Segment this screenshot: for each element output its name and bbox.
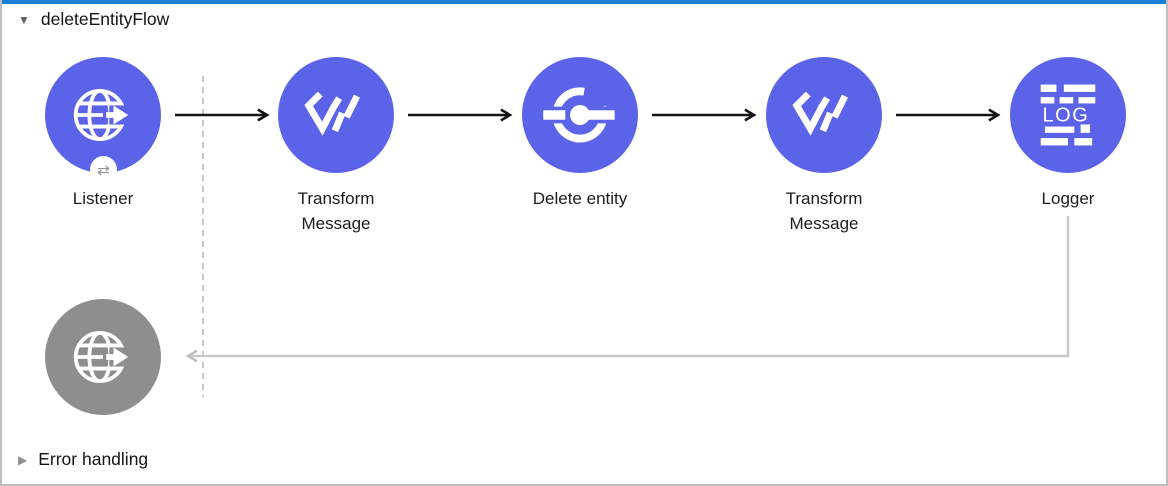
dataweave-icon <box>304 91 361 136</box>
flow-node-transform-message-2[interactable] <box>766 57 882 173</box>
response-return-line <box>185 216 1070 363</box>
error-handling-label: Error handling <box>38 449 149 469</box>
sync-exchange-badge-icon: ⇄ <box>90 156 117 183</box>
dataweave-icon <box>792 91 849 136</box>
node-label-transform-message-1: Transform Message <box>297 189 375 233</box>
flow-collapse-toggle-icon[interactable]: ▼ <box>18 12 30 27</box>
logger-icon: LOG <box>1040 84 1096 146</box>
http-listener-icon <box>73 88 133 142</box>
flow-node-transform-message-1[interactable] <box>278 57 394 173</box>
node-label-listener: Listener <box>72 189 134 208</box>
error-handling-section: ▶ Error handling <box>18 449 148 470</box>
flow-node-logger[interactable]: LOG <box>1010 57 1126 173</box>
flow-header: ▼ deleteEntityFlow <box>18 9 169 30</box>
error-handling-expand-toggle-icon[interactable]: ▶ <box>18 452 28 467</box>
flow-title: deleteEntityFlow <box>40 9 170 29</box>
connector-icon <box>542 87 618 143</box>
selection-highlight-bar <box>2 0 1166 4</box>
node-label-transform-message-2: Transform Message <box>785 189 863 233</box>
flow-node-listener[interactable]: ⇄ <box>45 57 161 183</box>
flow-node-delete-entity[interactable] <box>522 57 638 173</box>
node-label-logger: Logger <box>1041 189 1095 208</box>
flow-node-http-response[interactable] <box>45 299 161 415</box>
logger-icon-text: LOG <box>1042 104 1089 126</box>
node-label-delete-entity: Delete entity <box>532 189 628 208</box>
http-response-icon <box>73 330 133 384</box>
